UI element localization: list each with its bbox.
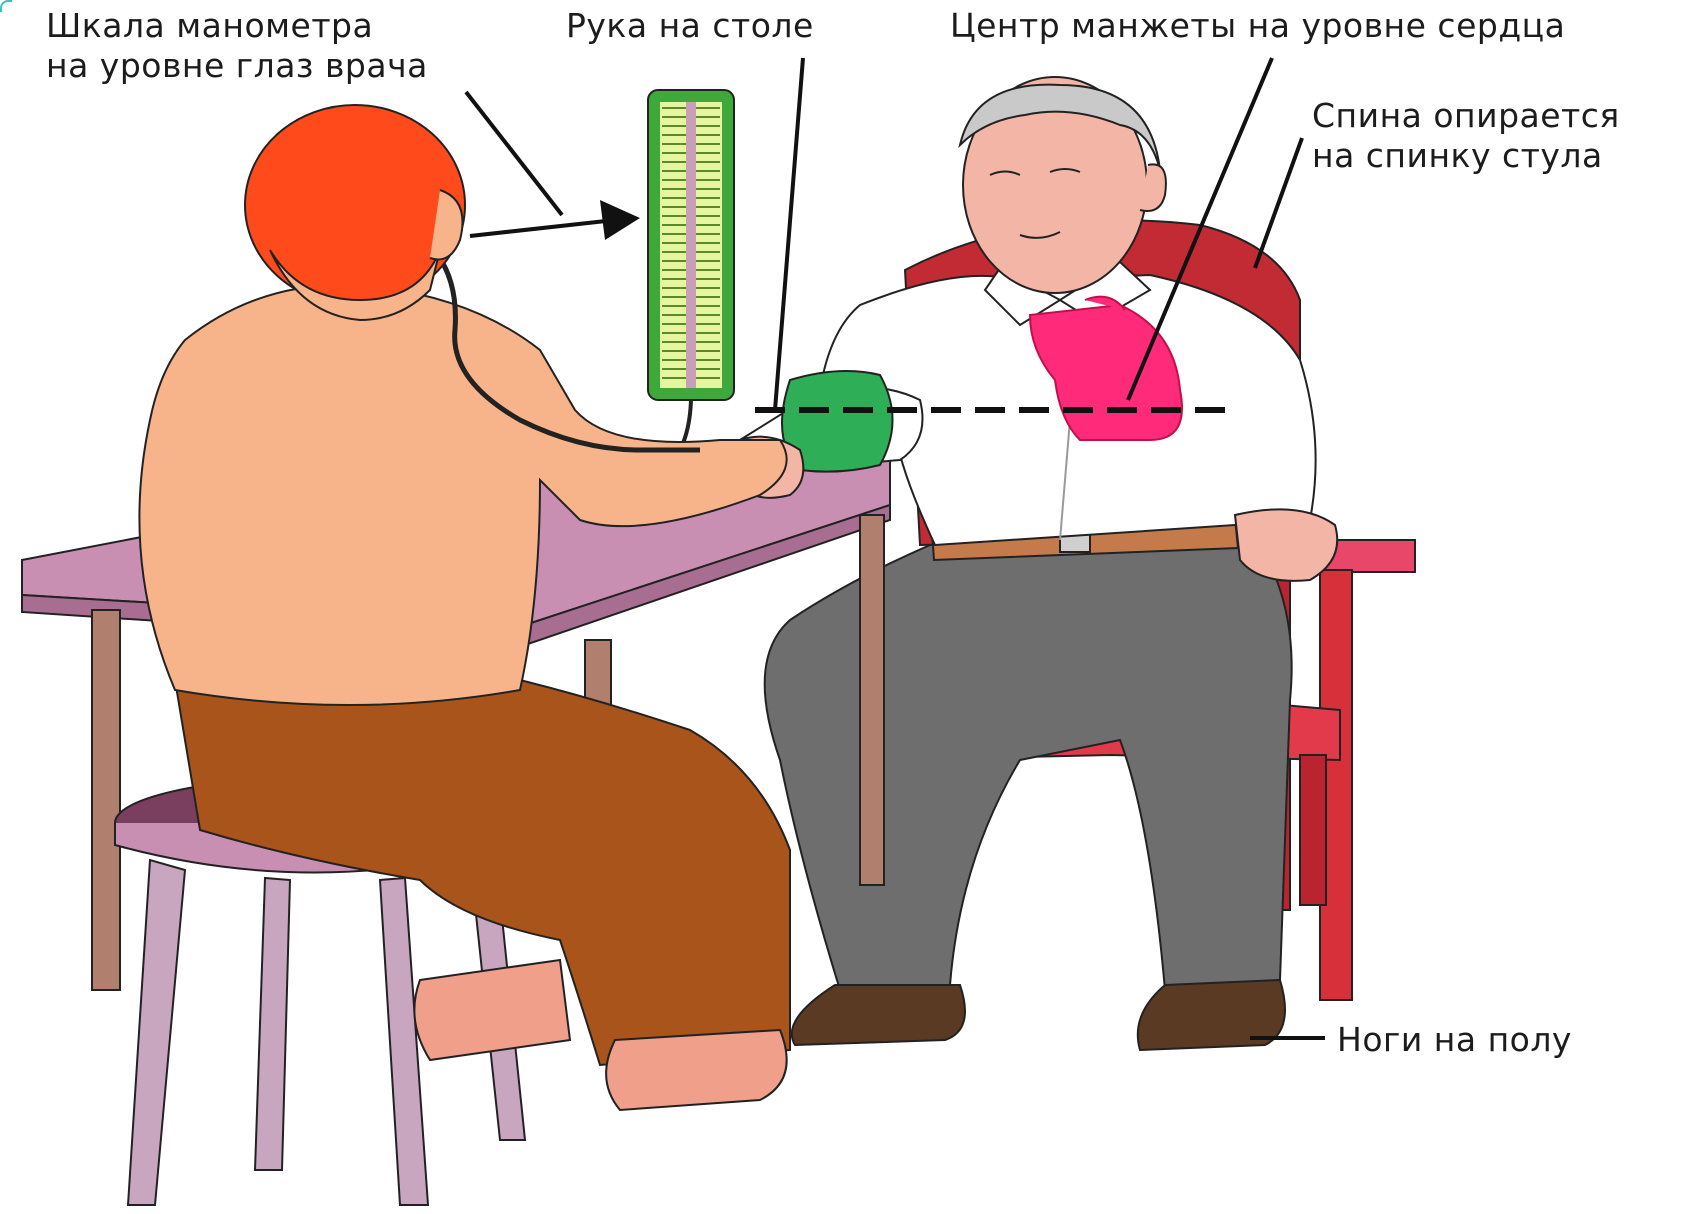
- manometer-gauge: [648, 90, 734, 450]
- hand-label-text: Рука на столе: [566, 6, 814, 46]
- back-label-line-1: Спина опирается: [1312, 96, 1620, 136]
- back-support-label: Спина опирается на спинку стула: [1312, 96, 1620, 176]
- cuff-label-text: Центр манжеты на уровне сердца: [950, 6, 1565, 46]
- gauge-label-line-1: Шкала манометра: [46, 6, 428, 46]
- gauge-eye-level-label: Шкала манометра на уровне глаз врача: [46, 6, 428, 86]
- back-label-line-2: на спинку стула: [1312, 136, 1620, 176]
- gauge-arrow: [470, 220, 615, 236]
- gauge-label-leader: [466, 92, 562, 215]
- hand-label-leader: [775, 58, 803, 410]
- back-label-leader: [1255, 138, 1302, 268]
- gauge-arrow-head: [600, 200, 640, 240]
- feet-on-floor-label: Ноги на полу: [1337, 1020, 1572, 1060]
- hand-on-table-label: Рука на столе: [566, 6, 814, 46]
- feet-label-text: Ноги на полу: [1337, 1020, 1572, 1060]
- cuff-heart-level-label: Центр манжеты на уровне сердца: [950, 6, 1565, 46]
- patient-figure: [765, 77, 1338, 1050]
- gauge-label-line-2: на уровне глаз врача: [46, 46, 428, 86]
